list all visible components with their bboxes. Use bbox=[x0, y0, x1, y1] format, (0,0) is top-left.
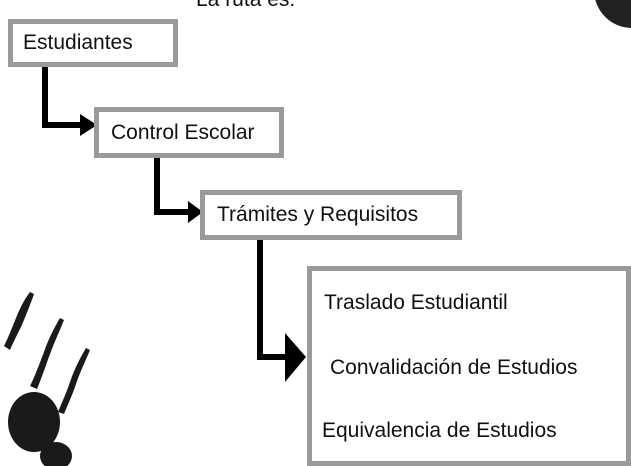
node-tramites-requisitos: Trámites y Requisitos bbox=[200, 190, 462, 240]
node-tramites-requisitos-label: Trámites y Requisitos bbox=[217, 203, 419, 226]
connector-2-3 bbox=[154, 158, 203, 223]
node-control-escolar-label: Control Escolar bbox=[111, 120, 255, 144]
connector-1-2 bbox=[42, 67, 97, 136]
option-traslado-estudiantil: Traslado Estudiantil bbox=[324, 291, 508, 314]
option-equivalencia-estudios: Equivalencia de Estudios bbox=[322, 419, 557, 442]
node-control-escolar: Control Escolar bbox=[94, 107, 284, 158]
node-options-group: Traslado Estudiantil Convalidación de Es… bbox=[307, 266, 631, 466]
corner-circle-decoration bbox=[595, 0, 631, 28]
node-estudiantes-label: Estudiantes bbox=[23, 31, 133, 54]
connector-3-4 bbox=[257, 240, 306, 382]
option-convalidacion-estudios: Convalidación de Estudios bbox=[330, 356, 578, 379]
diagram-heading: La ruta es: bbox=[196, 0, 356, 12]
paw-print-decoration bbox=[4, 292, 90, 466]
node-estudiantes: Estudiantes bbox=[8, 19, 178, 67]
